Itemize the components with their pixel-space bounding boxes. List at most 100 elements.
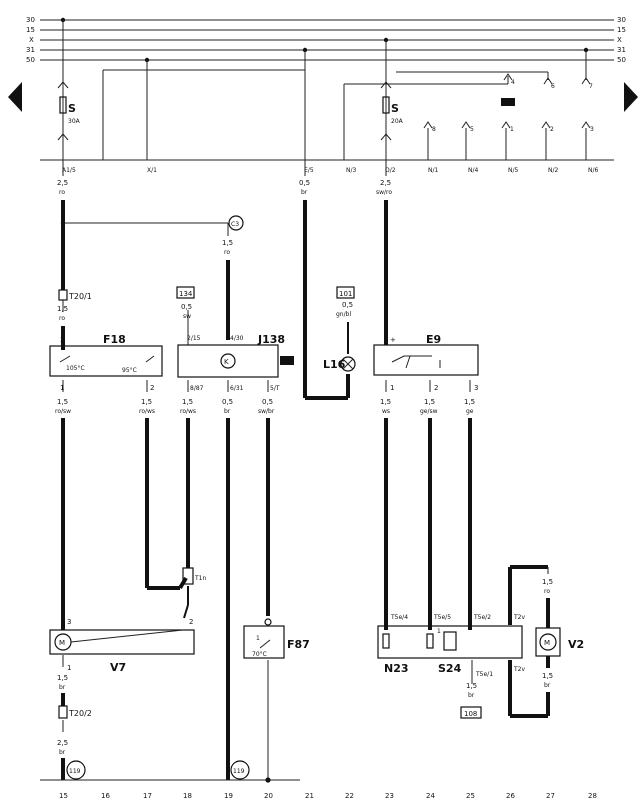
- connector-t5e-4: T5e/4: [390, 614, 408, 621]
- terminal-label: N/1: [428, 167, 439, 174]
- svg-text:V7: V7: [110, 661, 126, 674]
- svg-text:22: 22: [345, 792, 354, 800]
- svg-text:+: +: [390, 336, 396, 344]
- svg-text:95°C: 95°C: [122, 367, 137, 374]
- component-f18: F18 3 105°C 95°C 1 2: [49, 333, 163, 392]
- relay-block-icon: [501, 98, 515, 106]
- svg-text:ro: ro: [544, 588, 550, 595]
- svg-text:1: 1: [60, 384, 64, 392]
- svg-text:T20/1: T20/1: [68, 292, 92, 301]
- svg-text:2: 2: [434, 384, 438, 392]
- connector-t5e-1: T5e/1: [475, 671, 493, 678]
- svg-text:2: 2: [150, 384, 154, 392]
- svg-text:2: 2: [189, 618, 193, 626]
- svg-text:1: 1: [510, 126, 514, 133]
- prev-page-arrow-icon[interactable]: [8, 82, 22, 112]
- wire-labels: 2,5 ro 0,5 br 2,5 sw/ro 1,5 ro 0,5 sw 0,…: [55, 179, 553, 756]
- ref-box-101: 101: [336, 286, 355, 299]
- svg-text:br: br: [59, 684, 66, 691]
- small-contact: 1: [501, 121, 514, 160]
- terminal-label: N/3: [346, 167, 357, 174]
- svg-text:1,5: 1,5: [57, 305, 68, 313]
- rail-label-left: X: [29, 36, 34, 44]
- svg-text:gn/bl: gn/bl: [336, 311, 351, 318]
- svg-text:1: 1: [256, 635, 260, 642]
- svg-text:ro/sw: ro/sw: [55, 408, 71, 415]
- terminal-label: X/1: [147, 167, 157, 174]
- connector-t2v: T2v: [513, 614, 525, 621]
- fuse-s-30a: S 30A: [57, 81, 81, 141]
- svg-text:1: 1: [390, 384, 394, 392]
- svg-text:0,5: 0,5: [181, 303, 192, 311]
- relay-contact: 6: [543, 77, 555, 90]
- svg-text:ro: ro: [224, 249, 230, 256]
- svg-text:0,5: 0,5: [262, 398, 273, 406]
- svg-text:119: 119: [69, 768, 81, 775]
- svg-text:3: 3: [474, 384, 478, 392]
- connector-t5e-2: T5e/2: [473, 614, 491, 621]
- svg-text:E9: E9: [426, 333, 441, 346]
- svg-text:23: 23: [385, 792, 394, 800]
- svg-text:ws: ws: [382, 408, 390, 415]
- svg-text:3: 3: [60, 336, 64, 344]
- svg-text:7: 7: [589, 83, 593, 90]
- rail-label-right: 15: [617, 26, 626, 34]
- svg-text:20A: 20A: [391, 118, 404, 125]
- svg-text:F87: F87: [287, 638, 310, 651]
- ref-circle-119: 119: [230, 760, 250, 780]
- small-contact: 2: [541, 121, 554, 160]
- svg-text:1: 1: [437, 628, 441, 635]
- svg-text:K: K: [224, 358, 229, 366]
- svg-text:ge: ge: [466, 408, 474, 415]
- svg-text:3: 3: [590, 126, 594, 133]
- svg-text:19: 19: [224, 792, 233, 800]
- svg-text:2,5: 2,5: [57, 739, 68, 747]
- svg-text:V2: V2: [568, 638, 584, 651]
- svg-text:C3: C3: [231, 221, 239, 228]
- component-v2: M V2: [535, 627, 584, 657]
- rail-label-left: 30: [26, 16, 35, 24]
- component-f87: 1 70°C F87: [243, 618, 310, 659]
- svg-text:5: 5: [470, 126, 474, 133]
- ref-box-134: 134: [176, 286, 195, 299]
- svg-text:0,5: 0,5: [222, 398, 233, 406]
- svg-text:N23: N23: [384, 662, 409, 675]
- svg-text:sw: sw: [183, 313, 191, 320]
- component-e9: E9 + 1 2 3: [373, 333, 479, 392]
- svg-text:25: 25: [466, 792, 475, 800]
- small-contact: 8: [423, 121, 436, 160]
- svg-text:1,5: 1,5: [542, 672, 553, 680]
- fuse-s-20a: S 20A: [380, 81, 404, 141]
- svg-text:M: M: [544, 639, 550, 647]
- rail-label-right: X: [617, 36, 622, 44]
- next-page-arrow-icon[interactable]: [624, 82, 638, 112]
- svg-text:1,5: 1,5: [57, 398, 68, 406]
- svg-text:br: br: [301, 189, 308, 196]
- svg-text:L16: L16: [323, 358, 346, 371]
- svg-text:8: 8: [432, 126, 436, 133]
- svg-text:1,5: 1,5: [141, 398, 152, 406]
- svg-text:8/87: 8/87: [190, 385, 204, 392]
- svg-text:T20/2: T20/2: [68, 709, 92, 718]
- svg-text:2,5: 2,5: [380, 179, 391, 187]
- svg-text:S: S: [391, 102, 399, 115]
- svg-text:0,5: 0,5: [299, 179, 310, 187]
- svg-text:18: 18: [183, 792, 192, 800]
- connector-t20-1: T20/1: [58, 289, 92, 301]
- svg-text:16: 16: [101, 792, 110, 800]
- svg-text:1,5: 1,5: [542, 578, 553, 586]
- svg-text:1,5: 1,5: [424, 398, 435, 406]
- terminal-label: N/4: [468, 167, 479, 174]
- connector-t20-2: T20/2: [58, 705, 92, 719]
- svg-text:24: 24: [426, 792, 435, 800]
- reference-boxes: 134 101 108 119 119: [66, 286, 482, 780]
- svg-text:ge/sw: ge/sw: [420, 408, 438, 415]
- rail-label-right: 30: [617, 16, 626, 24]
- svg-text:br: br: [59, 749, 66, 756]
- svg-text:20: 20: [264, 792, 273, 800]
- rail-label-left: 31: [26, 46, 35, 54]
- connector-c3: C3: [228, 215, 244, 231]
- terminal-label: N/2: [548, 167, 559, 174]
- svg-text:F18: F18: [103, 333, 126, 346]
